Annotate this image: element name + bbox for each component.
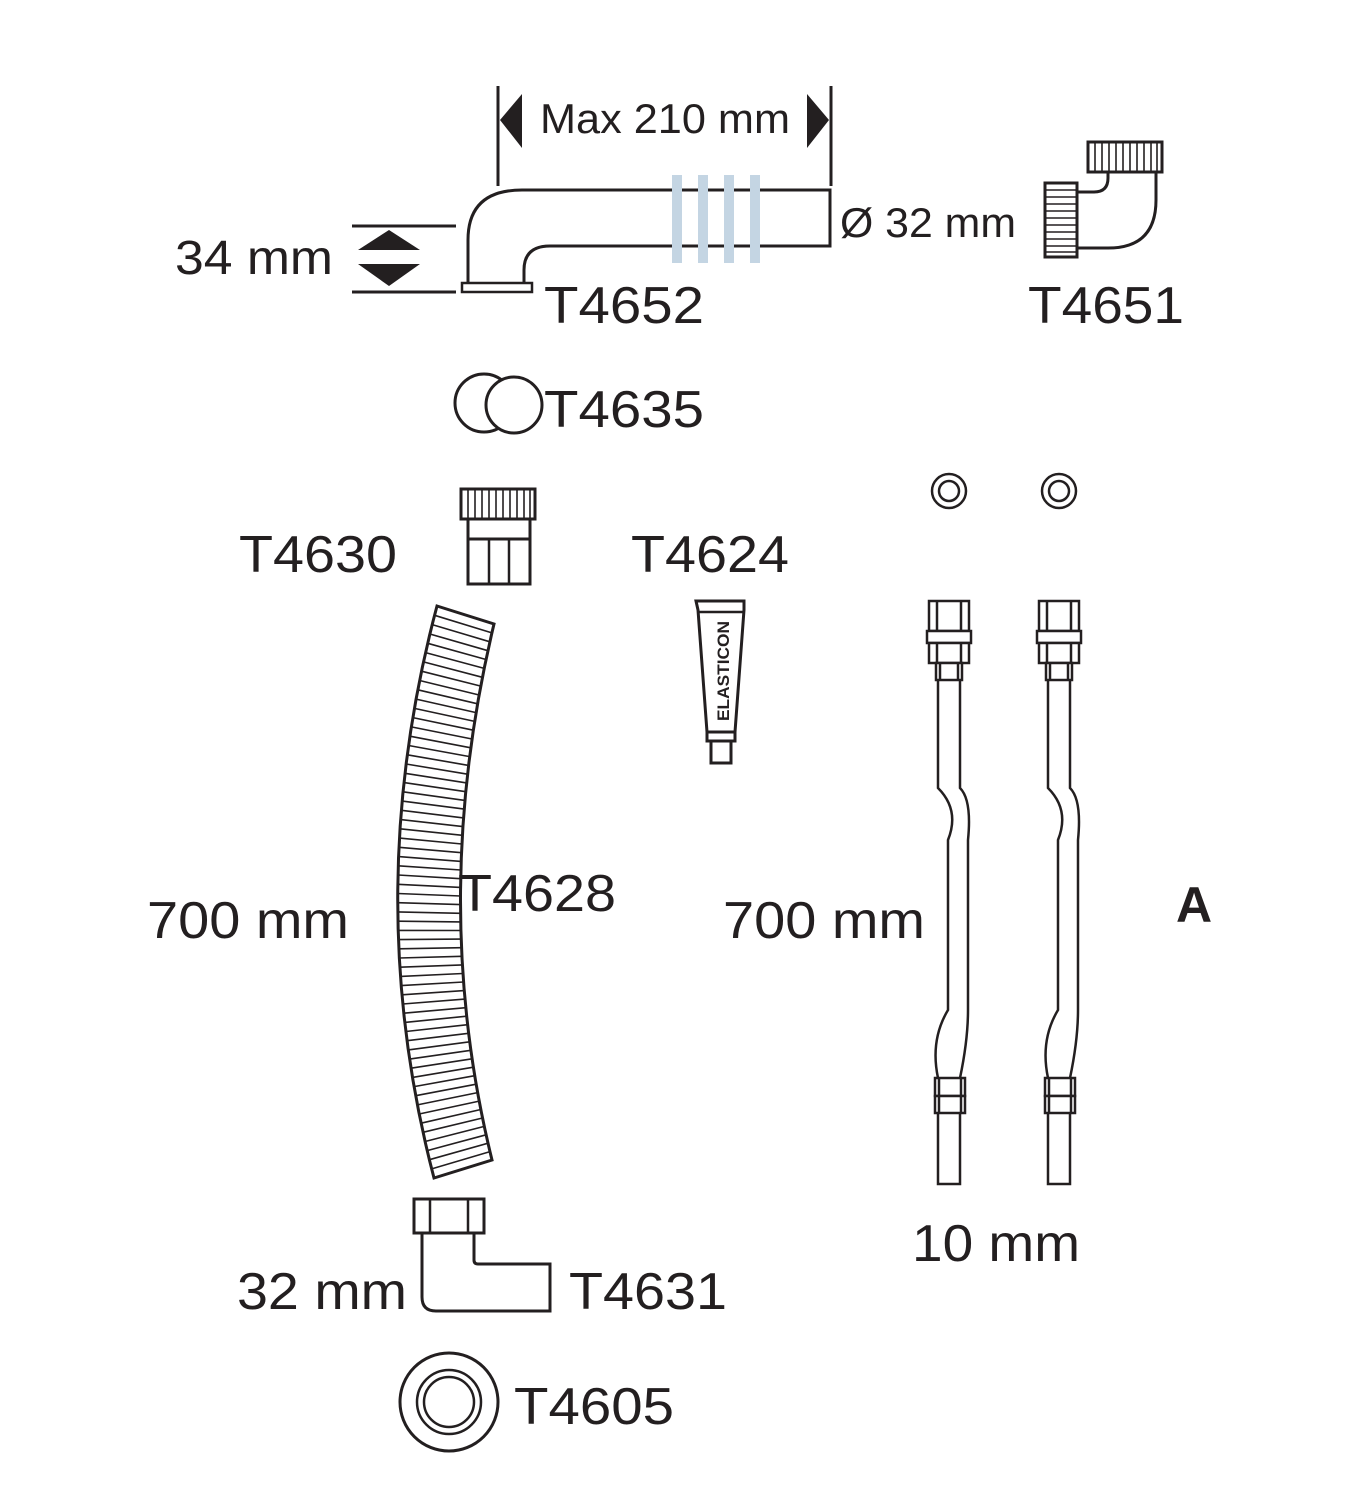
hose-rib bbox=[420, 1108, 481, 1124]
hose-rib bbox=[406, 1032, 469, 1042]
part-label-t4651: T4651 bbox=[1028, 277, 1184, 335]
connection-hose-left bbox=[925, 599, 973, 1186]
hose-rib bbox=[410, 1058, 473, 1069]
hose-rib bbox=[403, 1006, 466, 1014]
hose-rib bbox=[412, 1066, 474, 1079]
set-letter: A bbox=[1176, 877, 1212, 933]
elbow-t4651 bbox=[1043, 140, 1164, 259]
hose-rib bbox=[426, 1134, 487, 1152]
hose-rib bbox=[398, 846, 462, 854]
connection-length-label: 700 mm bbox=[723, 892, 925, 950]
hose-rib bbox=[415, 1083, 477, 1097]
hose-rib bbox=[397, 883, 461, 889]
hose-rib bbox=[414, 707, 475, 723]
max-length-label: Max 210 mm bbox=[540, 95, 790, 142]
part-label-t4630: T4630 bbox=[239, 526, 397, 584]
hose-rib bbox=[419, 1100, 480, 1115]
height-label: 34 mm bbox=[175, 232, 333, 285]
small-washer-right bbox=[1040, 472, 1078, 510]
hose-rib bbox=[404, 772, 467, 784]
part-label-t4631: T4631 bbox=[569, 1263, 727, 1321]
hose-rib bbox=[397, 901, 461, 906]
hose-rib bbox=[401, 809, 464, 819]
hose-rib bbox=[427, 642, 487, 661]
hose-rib bbox=[405, 763, 468, 775]
small-washer-left bbox=[930, 472, 968, 510]
hose-rib bbox=[412, 716, 474, 731]
height-dimension bbox=[352, 224, 456, 294]
hose-rib bbox=[402, 791, 466, 802]
connection-hose-right bbox=[1035, 599, 1083, 1186]
hose-rib bbox=[434, 614, 493, 634]
hose-rib bbox=[429, 1142, 489, 1161]
washers-t4635 bbox=[453, 372, 544, 435]
hose-rib bbox=[408, 1041, 470, 1051]
hose-rib bbox=[408, 744, 470, 758]
hose-rib bbox=[403, 781, 466, 793]
hose-rib bbox=[402, 998, 466, 1005]
hose-rib bbox=[425, 651, 485, 670]
hose-rib bbox=[404, 1015, 467, 1024]
sealant-tube-t4624 bbox=[694, 599, 746, 765]
hose-rib bbox=[411, 726, 473, 740]
hose-rib bbox=[398, 938, 462, 941]
max-length-dimension bbox=[496, 86, 833, 186]
hose-rib bbox=[400, 972, 463, 978]
hose-rib bbox=[429, 633, 489, 652]
hose-rib bbox=[399, 964, 463, 968]
hose-rib bbox=[401, 989, 465, 996]
elbow-t4631 bbox=[412, 1197, 552, 1313]
hose-rib bbox=[398, 855, 462, 863]
hose-rib bbox=[397, 920, 461, 923]
diameter-label: Ø 32 mm bbox=[840, 199, 1016, 246]
hose-rib bbox=[421, 670, 481, 687]
hose-rib bbox=[405, 1023, 468, 1033]
hose-rib bbox=[422, 1117, 483, 1134]
part-label-t4635: T4635 bbox=[544, 381, 704, 439]
elbow-dim-label: 32 mm bbox=[237, 1263, 407, 1321]
hose-rib bbox=[424, 1125, 485, 1143]
pipe-t4652 bbox=[460, 175, 832, 294]
hose-rib bbox=[407, 754, 469, 767]
hose-rib bbox=[417, 1091, 478, 1106]
hose-rib bbox=[423, 661, 483, 679]
hose-rib bbox=[419, 679, 480, 696]
hose-rib bbox=[397, 874, 461, 880]
part-label-t4628: T4628 bbox=[458, 865, 616, 923]
hose-rib bbox=[399, 828, 463, 837]
hose-rib bbox=[431, 623, 491, 643]
hose-length-label: 700 mm bbox=[147, 892, 349, 950]
hose-rib bbox=[399, 837, 462, 845]
hose-rib bbox=[398, 865, 461, 871]
hose-rib bbox=[398, 946, 462, 950]
hose-rib bbox=[431, 1150, 491, 1170]
hose-rib bbox=[409, 735, 471, 749]
hose-rib bbox=[415, 698, 477, 714]
ring-t4605 bbox=[398, 1351, 500, 1453]
part-label-t4652: T4652 bbox=[544, 277, 704, 335]
hose-rib bbox=[399, 955, 462, 959]
hose-rib bbox=[400, 818, 463, 828]
part-label-t4624: T4624 bbox=[631, 526, 789, 584]
hose-rib bbox=[401, 981, 464, 987]
hose-rib bbox=[413, 1074, 475, 1088]
nut-t4630 bbox=[459, 487, 537, 586]
connection-diameter-label: 10 mm bbox=[912, 1215, 1080, 1273]
pipe-stripes bbox=[672, 175, 760, 263]
hose-rib bbox=[417, 689, 478, 705]
hose-rib bbox=[402, 800, 465, 810]
part-label-t4605: T4605 bbox=[514, 1378, 674, 1436]
hose-rib bbox=[397, 911, 461, 915]
tube-brand-text: ELASTICON bbox=[714, 621, 733, 721]
hose-rib bbox=[409, 1049, 472, 1060]
hose-ribs bbox=[397, 614, 493, 1170]
corrugated-hose-t4628 bbox=[396, 604, 496, 1180]
hose-rib bbox=[397, 892, 461, 897]
